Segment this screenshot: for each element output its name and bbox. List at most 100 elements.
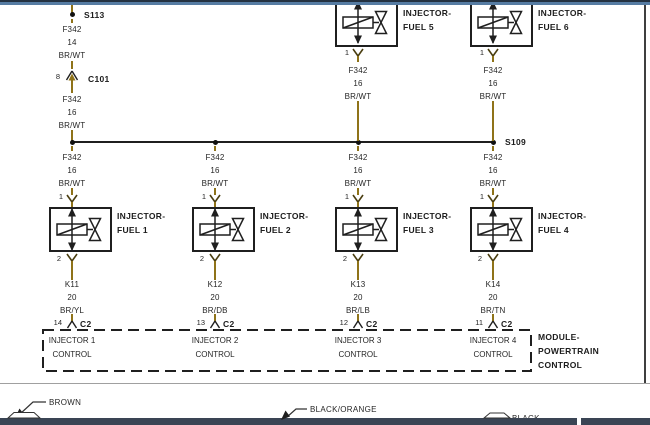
pin-number: 2 [477,254,482,263]
pin-number: 1 [58,192,63,201]
wire-color-label: BR/WT [58,179,86,188]
terminal-icon [352,48,364,62]
footer-wire-bar [0,418,577,425]
pcm-module-label: MODULE- [538,332,580,342]
wire-circuit-label: F342 [62,95,82,104]
wire-circuit-label: F342 [348,153,368,162]
pin-number: 1 [479,192,484,201]
wire-circuit-label: F342 [62,153,82,162]
wire-gauge-label: 16 [488,166,498,175]
column-wire [357,266,359,280]
wire-color-label: BR/WT [344,92,372,101]
page-top-bar [0,0,650,5]
pin-number: 1 [479,48,484,57]
wire-color-label: BR/WT [58,51,86,60]
injector-4-name: FUEL 4 [538,225,569,235]
column-wire-stub [71,146,73,151]
injector-2-name: FUEL 2 [260,225,291,235]
injector-1-box [49,207,112,252]
pcm-module-label: POWERTRAIN [538,346,600,356]
pcm-pin-number: 12 [339,318,348,327]
wire-color-label: BR/WT [201,179,229,188]
injector-symbol [477,5,523,45]
injector-3-name: INJECTOR- [403,211,452,221]
column-wire [357,188,359,195]
feed-wire [71,130,73,141]
pcm-pin-number: 14 [53,318,62,327]
control-label: INJECTOR 4 [469,336,517,345]
connector-chevron-icon [209,320,221,329]
connector-chevron-icon [66,320,78,329]
column-wire [492,266,494,280]
wire-gauge-label: 20 [353,293,363,302]
terminal-icon [487,194,499,208]
column-wire [214,266,216,280]
connector-label-c101: C101 [88,74,110,84]
footer-divider [0,383,650,384]
column-wire-stub [214,146,216,151]
wire-gauge-label: 14 [67,38,77,47]
pcm-connector-label: C2 [501,319,513,329]
pcm-pin-number: 11 [475,318,483,327]
injector-2-name: INJECTOR- [260,211,309,221]
wire-color-label: BR/WT [58,121,86,130]
wire-color-label: BR/YL [59,306,85,315]
wire-color-label: BR/WT [344,179,372,188]
control-label: INJECTOR 1 [48,336,96,345]
injector-3-name: FUEL 3 [403,225,434,235]
splice-dot-s113 [70,12,75,17]
pcm-connector-label: C2 [223,319,235,329]
pin-number: 1 [344,192,349,201]
wire-gauge-label: 16 [488,79,498,88]
wire-circuit-label: F342 [348,66,368,75]
wire-circuit-label: K13 [350,280,366,289]
injector-symbol [199,207,245,252]
pcm-dashed-box [42,329,532,372]
terminal-icon [352,253,364,267]
injector-5-wire [357,101,359,141]
wire-color-label: BR/WT [479,92,507,101]
bus-junction-dot [70,140,75,145]
column-wire-stub [357,146,359,151]
terminal-icon [487,48,499,62]
pcm-connector-label: C2 [366,319,378,329]
terminal-icon [66,253,78,267]
control-label: CONTROL [473,350,513,359]
control-label: CONTROL [338,350,378,359]
pin-number: 2 [199,254,204,263]
terminal-icon [66,194,78,208]
column-wire-stub [492,146,494,151]
legend-black-orange-label: BLACK/ORANGE [310,405,377,414]
bus-junction-dot [213,140,218,145]
wire-gauge-label: 20 [210,293,220,302]
injector-1-name: INJECTOR- [117,211,166,221]
column-wire [492,314,494,322]
wire-gauge-label: 16 [67,108,77,117]
wire-circuit-label: F342 [483,153,503,162]
feed-wire-stub [71,19,73,23]
control-label: INJECTOR 3 [334,336,382,345]
injector-1-name: FUEL 1 [117,225,148,235]
connector-chevron-icon [352,320,364,329]
column-wire [71,188,73,195]
feed-wire [71,5,73,13]
terminal-icon [209,194,221,208]
footer-wire-bar [581,418,650,425]
legend-leader-lines [6,401,512,420]
wire-gauge-label: 16 [353,79,363,88]
wire-gauge-label: 16 [353,166,363,175]
column-wire [214,314,216,322]
feed-wire [71,61,73,69]
wire-gauge-label: 20 [67,293,77,302]
wire-circuit-label: K14 [485,280,501,289]
inline-connector-icon [65,70,79,93]
column-wire [71,266,73,280]
wire-circuit-label: F342 [483,66,503,75]
injector-6-name: INJECTOR- [538,8,587,18]
connector-chevron-icon [487,320,499,329]
wire-gauge-label: 16 [67,166,77,175]
control-label: CONTROL [52,350,92,359]
wire-circuit-label: F342 [62,25,82,34]
injector-2-box [192,207,255,252]
splice-label-s113: S113 [84,10,105,20]
